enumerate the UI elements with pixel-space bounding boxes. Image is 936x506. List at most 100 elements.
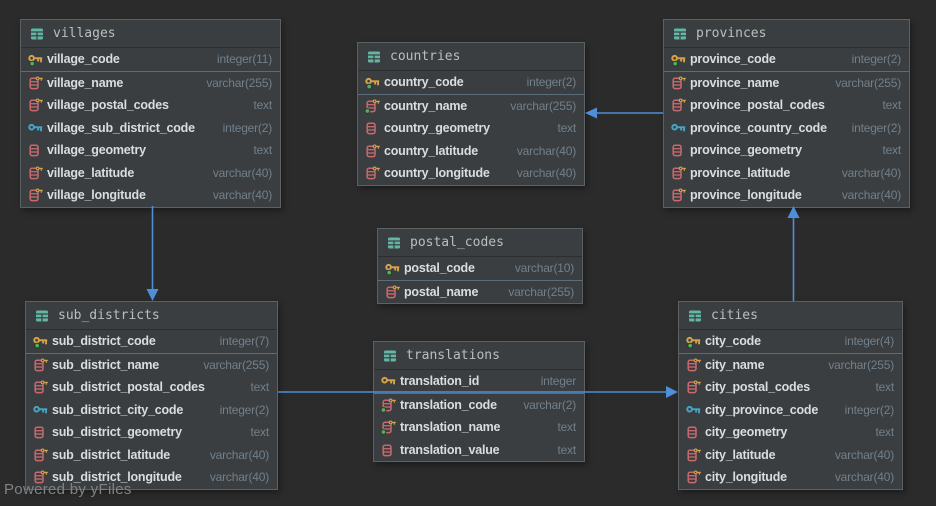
column-name: sub_district_name [52,357,160,372]
column-row-sub_district_postal_codes[interactable]: sub_district_postal_codes text [26,376,277,399]
column-type: text [557,442,576,457]
table-icon [386,235,402,251]
column-type: varchar(40) [209,447,269,462]
column-type: varchar(255) [508,284,574,299]
column-icon [32,424,48,440]
column-name: translation_id [400,374,480,389]
column-type: text [875,380,894,395]
table-icon [29,26,45,42]
column-indexed-icon [670,75,686,91]
column-indexed-icon [27,165,43,181]
column-name: city_longitude [705,470,787,485]
column-name: village_name [47,75,124,90]
column-type: text [253,98,272,113]
table-header[interactable]: provinces [664,20,909,48]
table-header[interactable]: postal_codes [378,229,582,257]
yfiles-watermark: Powered by yFiles [4,481,132,498]
column-type: varchar(40) [212,188,272,203]
column-icon [670,142,686,158]
table-header[interactable]: villages [21,20,280,48]
column-name: city_code [705,334,761,349]
column-indexed-icon [32,357,48,373]
column-indexed-icon [685,447,701,463]
column-name: city_latitude [705,447,776,462]
column-type: varchar(255) [206,75,272,90]
column-type: text [253,143,272,158]
column-indexed-icon [685,379,701,395]
table-icon [672,26,688,42]
column-indexed-icon [27,187,43,203]
column-name: province_country_code [690,120,827,135]
column-icon [364,120,380,136]
table-header[interactable]: cities [679,302,902,330]
column-name: province_postal_codes [690,98,825,113]
column-indexed-notnull-icon [380,397,396,413]
table-header[interactable]: translations [374,342,584,370]
column-indexed-icon [27,75,43,91]
column-name: sub_district_postal_codes [52,380,205,395]
edge-villages-to-sub-districts [146,206,159,301]
table-icon [687,308,703,324]
primary-key-icon [685,333,701,349]
column-type: varchar(40) [209,470,269,485]
edge-provinces-to-countries [585,107,663,119]
table-header[interactable]: countries [358,43,584,71]
column-type: integer(11) [217,52,272,67]
table-name: countries [390,49,461,64]
column-type: integer(2) [222,120,273,135]
column-row-village_name[interactable]: village_name varchar(255) [21,70,280,95]
column-type: integer(2) [851,52,902,67]
column-indexed-icon [32,469,48,485]
table-name: villages [53,26,116,41]
primary-key-icon [670,51,686,67]
table-header[interactable]: sub_districts [26,302,277,330]
column-type: text [250,380,269,395]
table-icon [382,348,398,364]
